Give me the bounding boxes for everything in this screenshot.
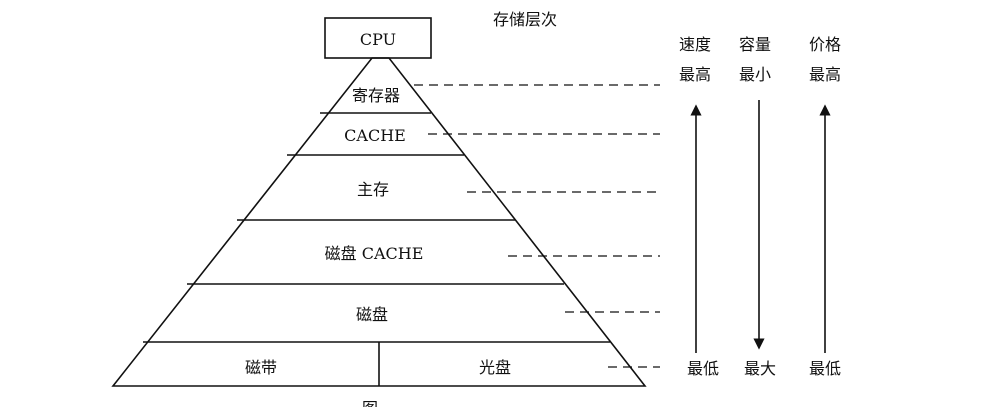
cpu-label: CPU <box>360 30 396 49</box>
price-bottom-label: 最低 <box>809 359 841 378</box>
speed-title: 速度 <box>679 35 711 54</box>
figure-caption: 图 <box>362 399 378 407</box>
level-label-disk: 磁盘 <box>356 305 388 324</box>
level-label-tape: 磁带 <box>245 358 277 377</box>
capacity-bottom-label: 最大 <box>744 359 776 378</box>
speed-top-label: 最高 <box>679 65 711 84</box>
level-label-optical-disc: 光盘 <box>479 358 511 377</box>
diagram-title: 存储层次 <box>493 10 557 29</box>
level-label-main-memory: 主存 <box>357 180 389 199</box>
price-top-label: 最高 <box>809 65 841 84</box>
capacity-title: 容量 <box>739 35 771 54</box>
level-label-cache: CACHE <box>344 126 406 145</box>
pyramid-outline <box>111 57 647 387</box>
level-label-register: 寄存器 <box>352 86 400 105</box>
capacity-top-label: 最小 <box>739 65 771 84</box>
level-label-disk-cache: 磁盘 CACHE <box>325 244 424 263</box>
price-title: 价格 <box>809 35 841 54</box>
speed-bottom-label: 最低 <box>687 359 719 378</box>
